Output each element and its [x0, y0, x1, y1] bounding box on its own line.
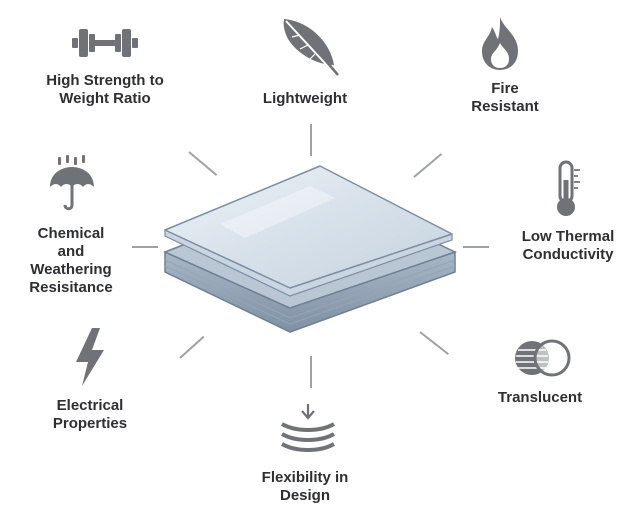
connector-line — [310, 124, 312, 156]
lightning-bolt-icon — [76, 328, 104, 386]
feather-icon — [283, 19, 339, 76]
feature-label-flexibility: Flexibility in Design — [261, 469, 349, 504]
connector-line — [463, 246, 489, 248]
feature-label-translucent: Translucent — [497, 389, 583, 406]
feature-label-strength: High Strength to Weight Ratio — [46, 72, 164, 107]
umbrella-rain-icon — [50, 155, 94, 211]
connector-line — [132, 246, 158, 248]
feature-label-thermal: Low Thermal Conductivity — [521, 228, 615, 263]
translucent-circles-icon — [515, 339, 571, 377]
dumbbell-icon — [72, 29, 138, 57]
thermometer-icon — [557, 160, 580, 216]
feature-label-electrical: Electrical Properties — [52, 397, 128, 432]
feature-label-lightweight: Lightweight — [262, 90, 348, 107]
bending-waves-icon — [281, 404, 335, 452]
connector-line — [310, 356, 312, 388]
composite-panel-illustration — [163, 165, 457, 333]
feature-label-chemical: Chemical and Weathering Resisitance — [29, 225, 113, 296]
flame-icon — [482, 17, 518, 70]
feature-label-fire: Fire Resistant — [471, 80, 539, 115]
